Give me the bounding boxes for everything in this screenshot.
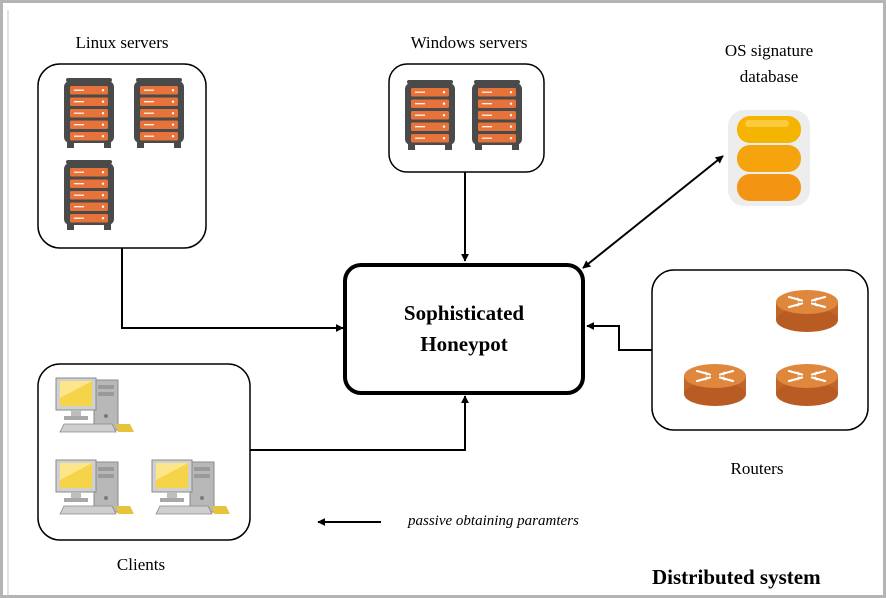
server-rack-icon xyxy=(471,79,523,151)
router-icon xyxy=(682,362,748,408)
os-signature-label-line1: OS signature xyxy=(724,41,814,60)
routers-to-honeypot-arrow xyxy=(586,322,652,351)
honeypot-box xyxy=(343,263,585,395)
legend-text: passive obtaining paramters xyxy=(408,513,579,529)
database-icon xyxy=(728,110,810,206)
server-rack-icon xyxy=(133,77,185,149)
linux-to-honeypot-arrow xyxy=(121,248,344,332)
clients-to-honeypot-arrow xyxy=(250,395,469,451)
connectors xyxy=(121,155,724,526)
server-rack-icon xyxy=(404,79,456,151)
server-rack-icon xyxy=(63,77,115,149)
linux-servers-label: Linux servers xyxy=(75,33,169,52)
windows-servers-label: Windows servers xyxy=(410,33,528,52)
routers-label: Routers xyxy=(730,459,784,478)
routers-box xyxy=(651,269,869,431)
distributed-system-label: Distributed system xyxy=(652,565,821,589)
router-icon xyxy=(774,288,840,334)
clients-label: Clients xyxy=(116,555,166,574)
os-signature-label-line2: database xyxy=(739,67,799,86)
server-rack-icon xyxy=(63,159,115,231)
db-honeypot-bidirectional-arrow xyxy=(582,155,724,269)
router-icon xyxy=(774,362,840,408)
